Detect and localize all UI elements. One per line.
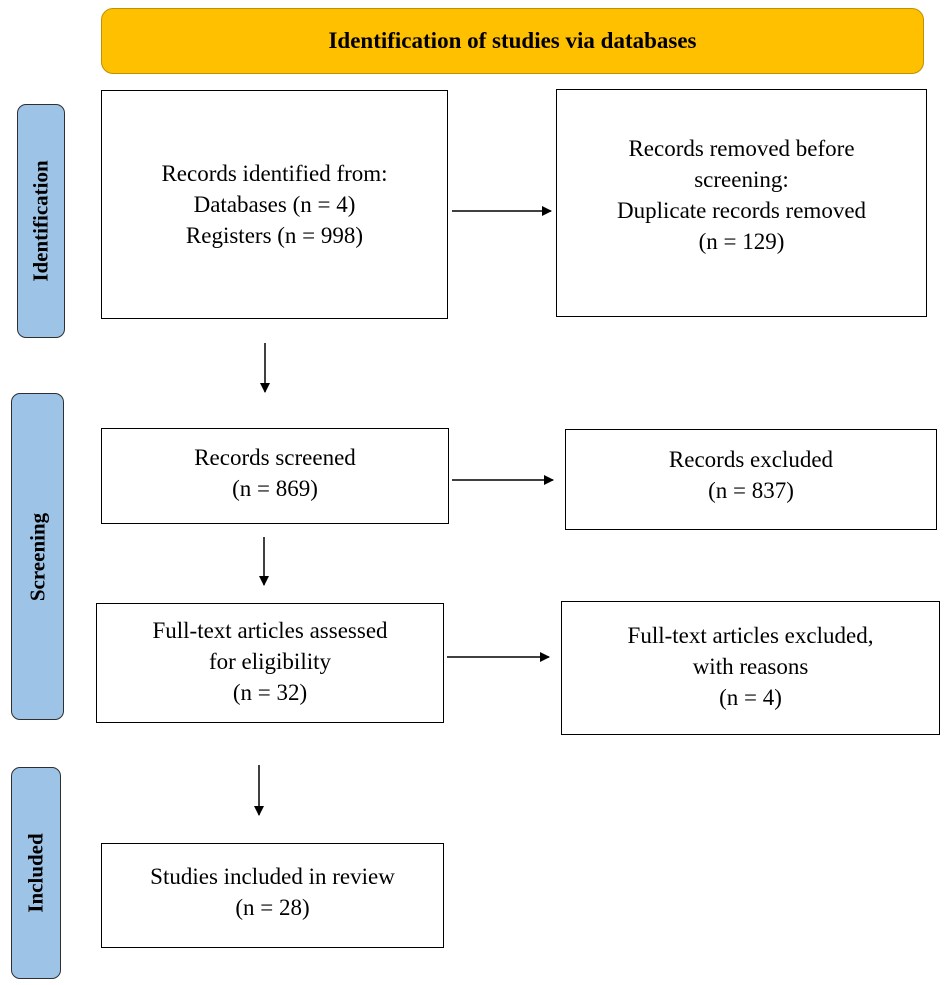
records-identified-line-1: Records identified from: <box>161 161 388 186</box>
phase-included: Included <box>11 767 61 979</box>
fulltext-excluded-line-1: Full-text articles excluded, <box>627 622 874 648</box>
records-identified-box: Records identified from: Databases (n = … <box>101 90 448 319</box>
studies-included-line-1: Studies included in review <box>150 863 395 889</box>
fulltext-excluded-line-3: (n = 4) <box>719 684 782 710</box>
records-removed-line-1: Records removed before <box>628 136 855 161</box>
records-removed-line-2: screening: <box>694 167 789 192</box>
records-screened-line-2: (n = 869) <box>232 476 318 501</box>
header-banner: Identification of studies via databases <box>101 8 924 74</box>
fulltext-assessed-line-1: Full-text articles assessed <box>152 617 388 643</box>
phase-identification: Identification <box>17 104 65 338</box>
records-excluded-box: Records excluded (n = 837) <box>565 429 937 530</box>
fulltext-assessed-box: Full-text articles assessed for eligibil… <box>96 603 444 723</box>
phase-screening: Screening <box>11 393 64 720</box>
fulltext-excluded-box: Full-text articles excluded, with reason… <box>561 601 940 735</box>
records-screened-line-1: Records screened <box>194 445 356 470</box>
records-excluded-line-2: (n = 837) <box>708 477 794 503</box>
records-removed-line-4: (n = 129) <box>698 229 785 254</box>
fulltext-assessed-line-2: for eligibility <box>208 648 331 674</box>
records-identified-line-3: Registers (n = 998) <box>185 223 364 248</box>
studies-included-line-2: (n = 28) <box>235 894 310 920</box>
records-excluded-line-1: Records excluded <box>668 446 834 472</box>
fulltext-excluded-line-2: with reasons <box>692 653 809 679</box>
fulltext-assessed-line-3: (n = 32) <box>232 679 308 705</box>
records-removed-box: Records removed before screening: Duplic… <box>556 89 927 317</box>
records-screened-box: Records screened (n = 869) <box>101 428 449 524</box>
records-identified-line-2: Databases (n = 4) <box>193 192 356 217</box>
records-removed-line-3: Duplicate records removed <box>616 198 867 223</box>
header-title: Identification of studies via databases <box>328 28 697 53</box>
studies-included-box: Studies included in review (n = 28) <box>101 843 444 948</box>
